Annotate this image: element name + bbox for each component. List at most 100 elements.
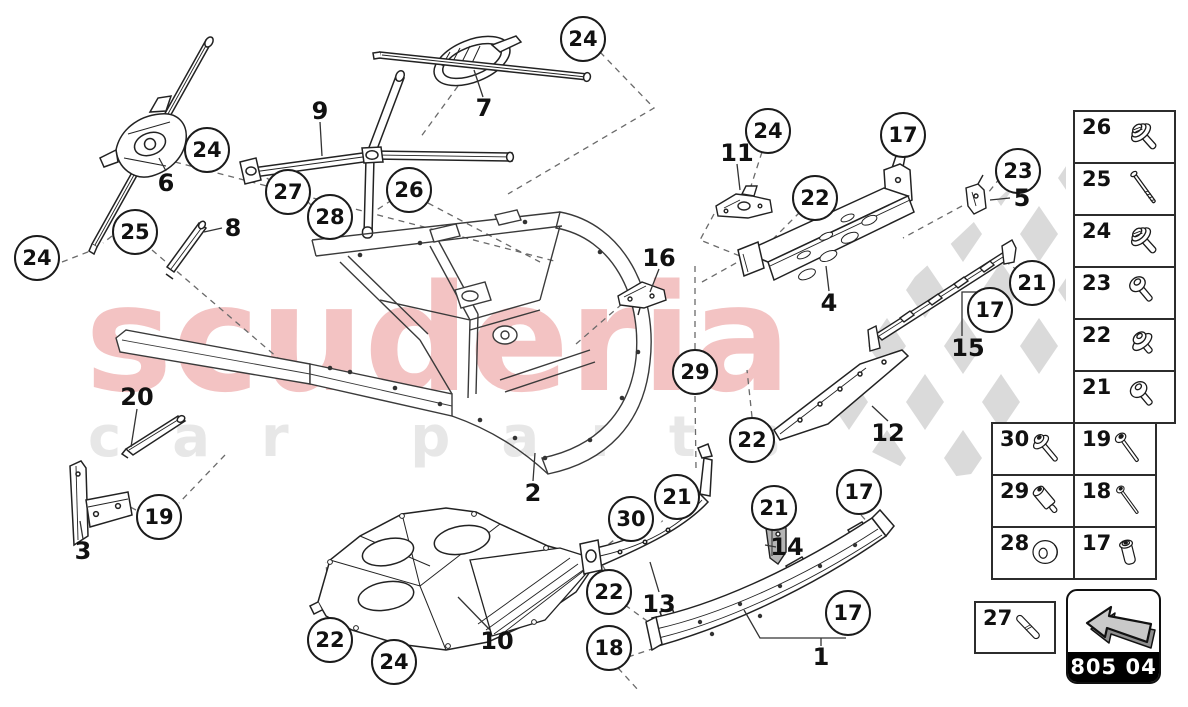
part-20-reinforcement-rod [120,414,187,459]
leader-lines [79,69,1011,646]
fastener-number: 19 [1082,427,1112,451]
fastener-number: 30 [1000,427,1030,451]
washer-disc-icon [1032,540,1058,564]
callout-21[interactable]: 21 [1009,260,1055,306]
fastener-box-25[interactable]: 25 [1073,162,1176,216]
part-label-9: 9 [311,97,329,125]
part-5-clip-bracket [965,174,987,215]
part-label-10: 10 [480,627,514,655]
fastener-number: 26 [1082,115,1112,139]
callout-21[interactable]: 21 [751,485,797,531]
bolt-large-washer-icon [1125,221,1164,261]
callout-24[interactable]: 24 [14,235,60,281]
callout-17[interactable]: 17 [880,112,926,158]
callout-22[interactable]: 22 [586,569,632,615]
fastener-box-17[interactable]: 17 [1073,526,1157,580]
fastener-box-28[interactable]: 28 [991,526,1075,580]
fastener-number: 23 [1082,271,1112,295]
thin-bolt-icon [1114,484,1142,517]
part-label-7: 7 [475,94,493,122]
callout-18[interactable]: 18 [586,625,632,671]
callout-26[interactable]: 26 [386,167,432,213]
part-16-small-bracket [617,281,667,316]
fastener-box-27[interactable]: 27 [974,601,1056,654]
watermark-sub: car parts [88,405,780,470]
part-label-20: 20 [120,383,154,411]
part-label-1: 1 [812,643,830,671]
fastener-number: 24 [1082,219,1112,243]
callout-23[interactable]: 23 [995,148,1041,194]
dome-bolt-icon [1126,377,1159,411]
fastener-number: 25 [1082,167,1112,191]
part-3-corner-bracket [69,460,133,547]
fastener-number: 17 [1082,531,1112,555]
part-label-4: 4 [820,289,838,317]
callout-24[interactable]: 24 [560,16,606,62]
part-9-cross-member [239,69,515,239]
nav-code: 805 04 [1068,652,1159,682]
fastener-box-29[interactable]: 29 [991,474,1075,528]
fastener-box-30[interactable]: 30 [991,422,1075,476]
callout-22[interactable]: 22 [729,417,775,463]
part-label-6: 6 [157,169,175,197]
callout-29[interactable]: 29 [672,349,718,395]
fastener-number: 18 [1082,479,1112,503]
fastener-box-24[interactable]: 24 [1073,214,1176,268]
part-8-short-rod [165,220,208,280]
callout-17[interactable]: 17 [836,469,882,515]
callout-27[interactable]: 27 [265,169,311,215]
pan-head-screw-icon [1126,273,1158,307]
fastener-box-22[interactable]: 22 [1073,318,1176,372]
spacer-sleeve-icon [1030,483,1062,517]
flange-bolt-icon [1126,326,1161,361]
callout-22[interactable]: 22 [792,175,838,221]
part-1-bumper-beam [645,508,895,652]
part-4-sill-member [737,149,915,282]
part-label-14: 14 [770,533,804,561]
part-label-8: 8 [224,214,242,242]
fastener-box-19[interactable]: 19 [1073,422,1157,476]
long-screw-icon [1129,169,1158,205]
part-11-mount-bracket [715,185,773,219]
part-label-12: 12 [871,419,905,447]
callout-21[interactable]: 21 [654,474,700,520]
fastener-box-21[interactable]: 21 [1073,370,1176,424]
callout-17[interactable]: 17 [825,590,871,636]
callout-28[interactable]: 28 [307,194,353,240]
part-label-3: 3 [74,537,92,565]
callout-24[interactable]: 24 [371,639,417,685]
callout-24[interactable]: 24 [745,108,791,154]
callout-19[interactable]: 19 [136,494,182,540]
part-label-11: 11 [720,139,754,167]
fastener-number: 22 [1082,323,1112,347]
dowel-pin-icon [1014,613,1042,641]
part-label-13: 13 [642,590,676,618]
callout-24[interactable]: 24 [184,127,230,173]
bolt-large-washer-icon [1125,117,1164,157]
nav-tile-805-04[interactable]: 805 04 [1066,589,1161,684]
long-bolt-icon [1113,430,1143,466]
callout-25[interactable]: 25 [112,209,158,255]
fastener-number: 29 [1000,479,1030,503]
fastener-box-26[interactable]: 26 [1073,110,1176,164]
part-15-support-rail [867,239,1017,352]
back-arrow-icon [1085,605,1156,649]
part-label-16: 16 [642,244,676,272]
part-label-2: 2 [524,479,542,507]
checkered-flag-watermark [822,152,1066,480]
fastener-number: 21 [1082,375,1112,399]
callout-30[interactable]: 30 [608,496,654,542]
callout-22[interactable]: 22 [307,617,353,663]
fastener-number: 28 [1000,531,1030,555]
part-label-5: 5 [1013,184,1031,212]
fastener-box-23[interactable]: 23 [1073,266,1176,320]
fastener-number: 27 [983,606,1013,630]
part-label-15: 15 [951,334,985,362]
sleeve-nut-icon [1118,538,1138,567]
part-6-bracket-rod [88,36,214,256]
part-2-chassis-frame [115,209,652,475]
fastener-box-18[interactable]: 18 [1073,474,1157,528]
callout-17[interactable]: 17 [967,287,1013,333]
